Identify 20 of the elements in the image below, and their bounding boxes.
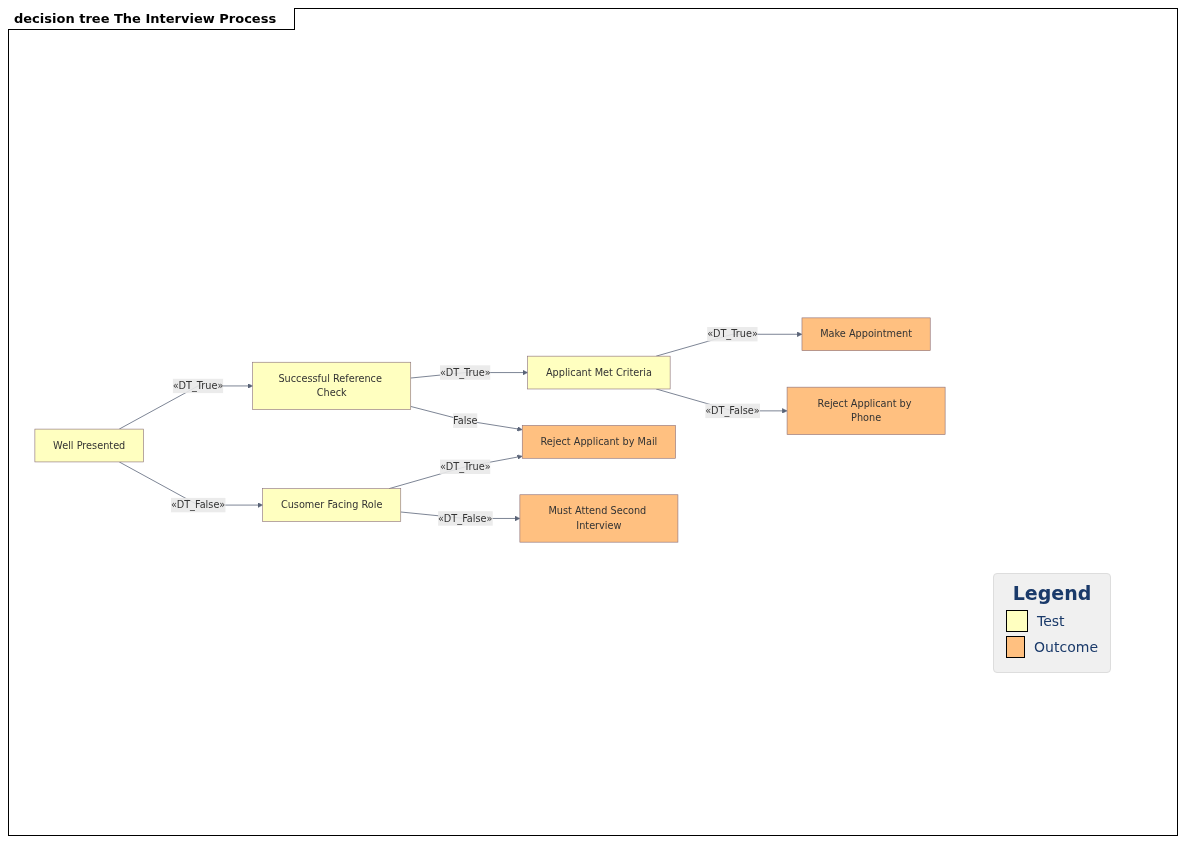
legend-text: Outcome xyxy=(1034,639,1098,655)
edge-label: «DT_False» xyxy=(170,498,226,511)
node-box: Reject Applicant by Phone xyxy=(786,386,946,435)
edge-label: «DT_False» xyxy=(438,512,493,524)
edge-label: «DT_True» xyxy=(172,379,224,392)
edge-label: «DT_True» xyxy=(439,460,491,473)
edge-label: «DT_True» xyxy=(439,366,491,379)
edge-label: «DT_True» xyxy=(707,328,758,340)
node-box: Successful Reference Check xyxy=(252,361,412,410)
legend-title: Legend xyxy=(1011,582,1093,604)
node-box: Reject Applicant by Mail xyxy=(521,425,676,459)
edge-label: «DT_False» xyxy=(705,404,760,417)
legend-text: Test xyxy=(1037,613,1065,629)
diagram-title: decision tree The Interview Process xyxy=(8,8,296,30)
node-box: Cusomer Facing Role xyxy=(262,488,402,522)
node-box: Applicant Met Criteria xyxy=(527,355,671,390)
node-box: Well Presented xyxy=(34,428,144,463)
node-box: Must Attend Second Interview xyxy=(519,494,679,543)
edge-label: False xyxy=(453,414,478,427)
node-box: Make Appointment xyxy=(801,317,931,351)
